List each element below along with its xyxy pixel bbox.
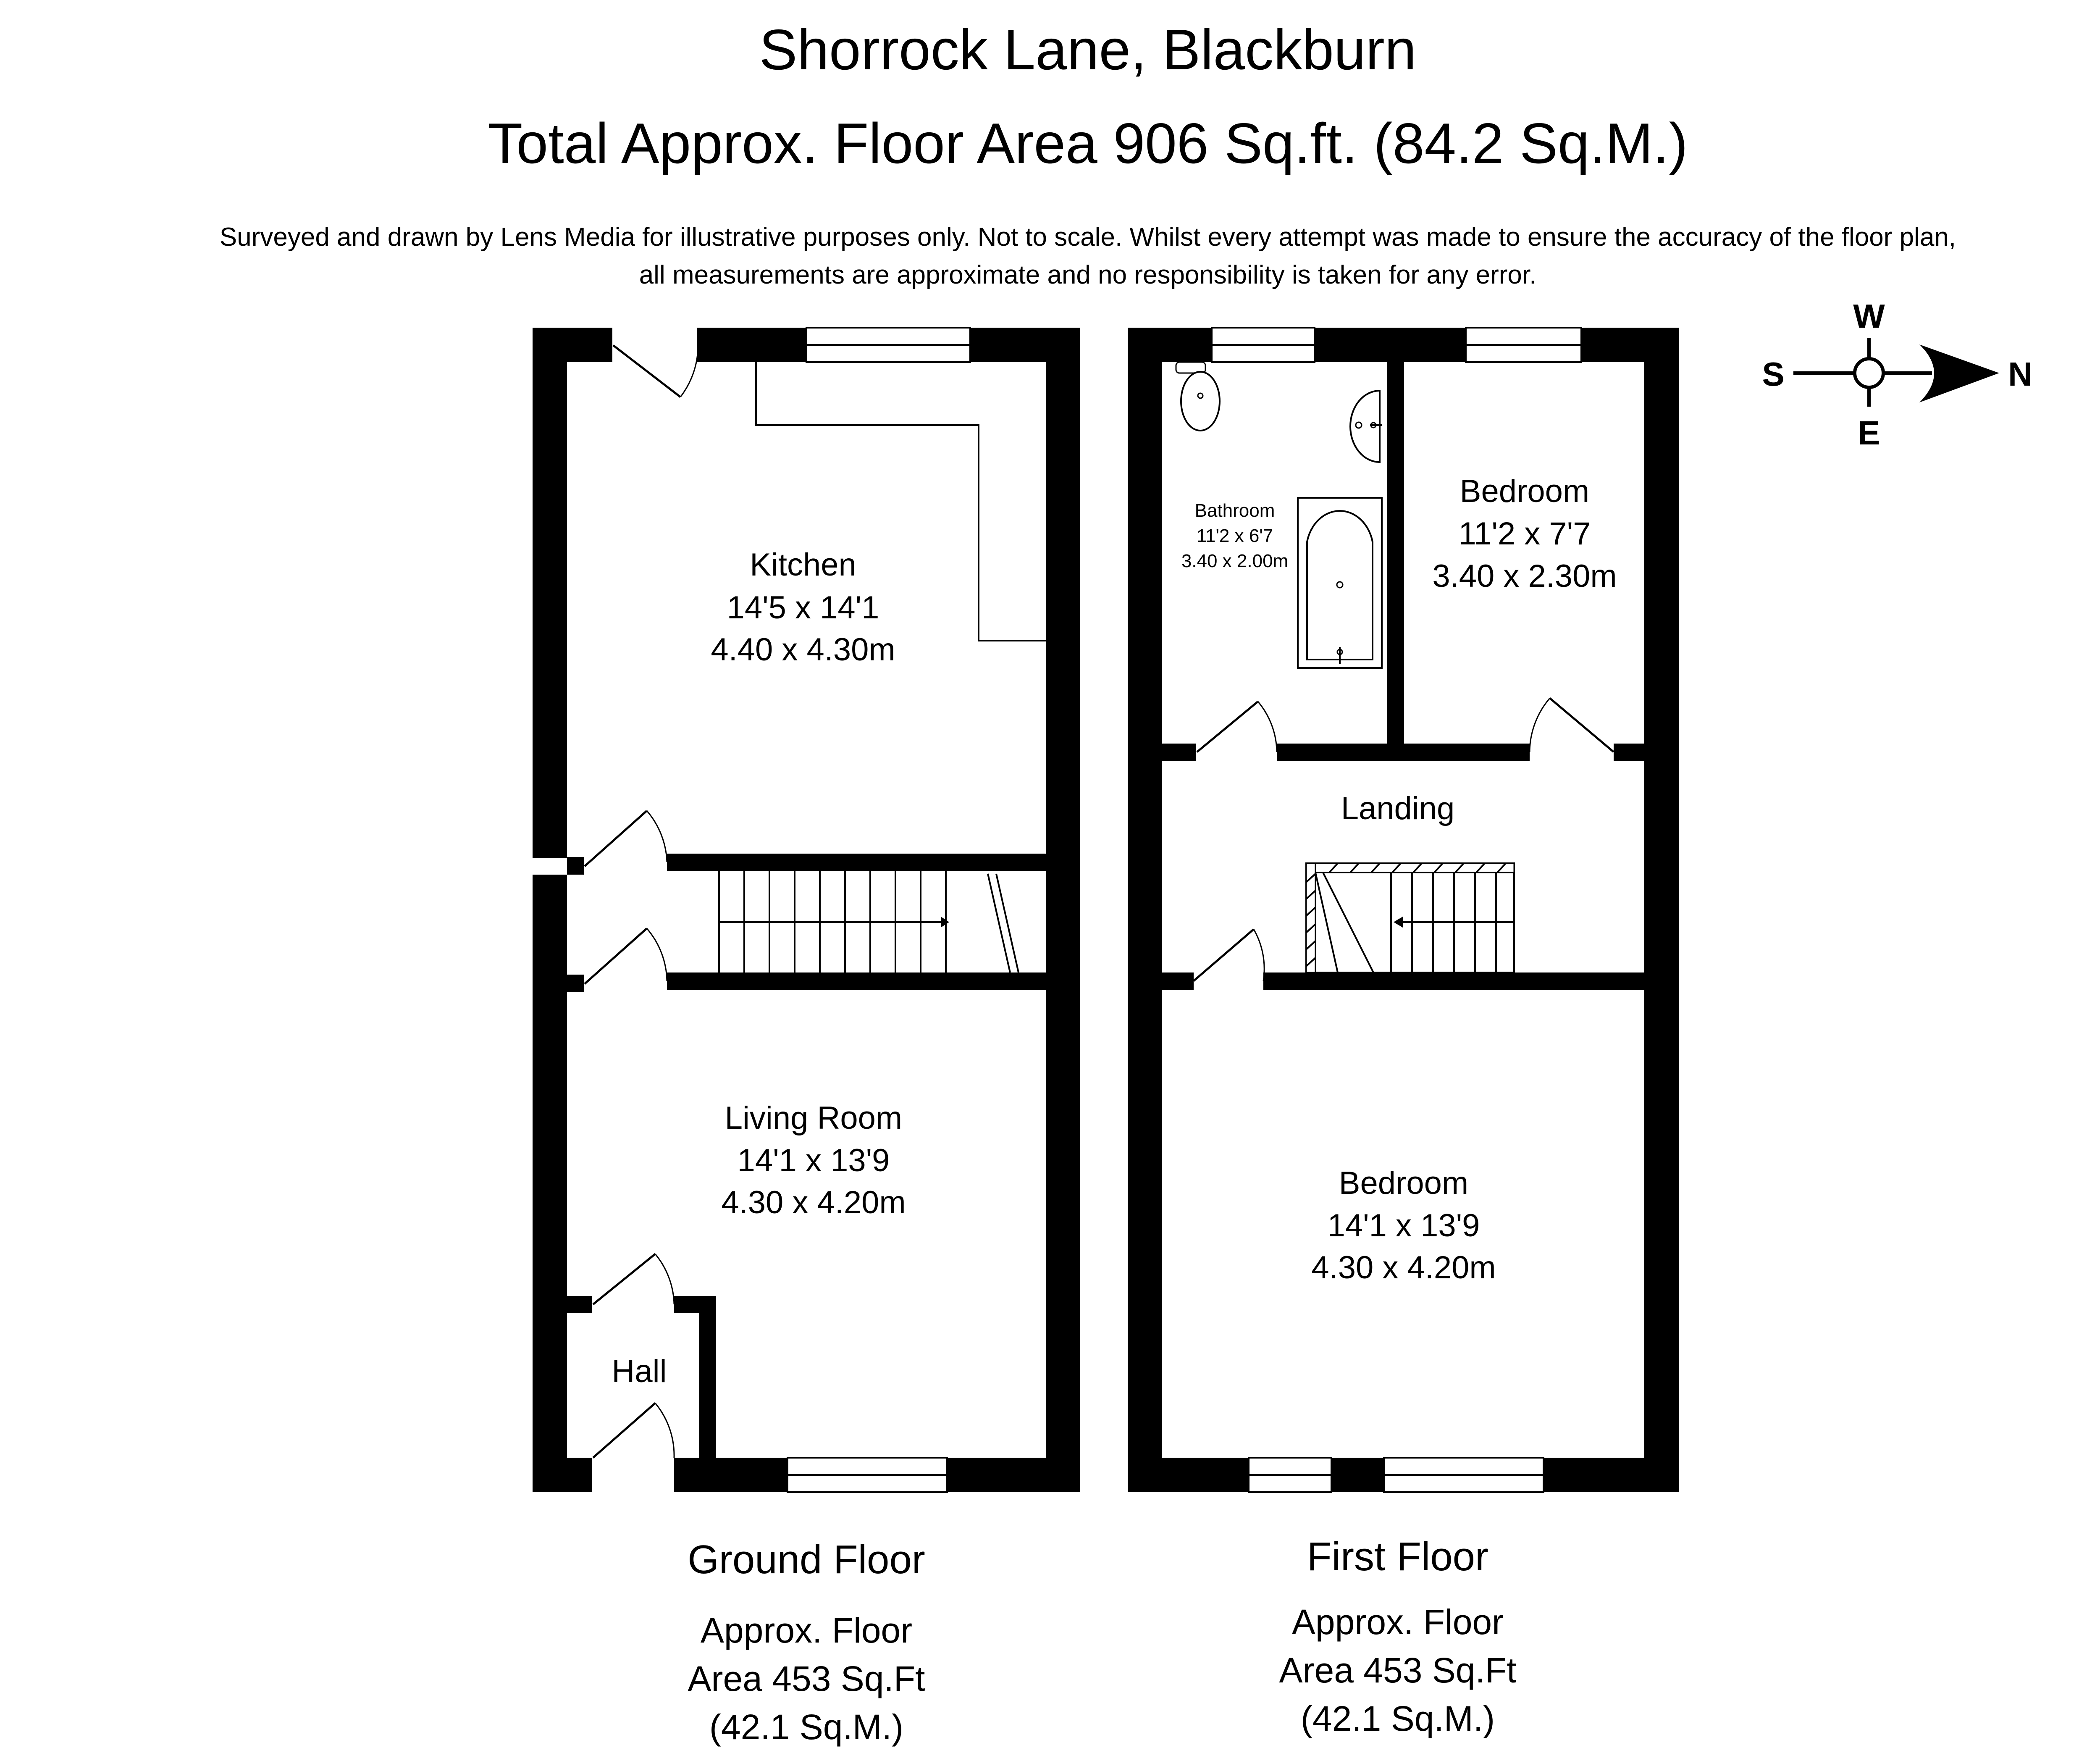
disclaimer-line-1: Surveyed and drawn by Lens Media for ill… [220, 223, 1956, 252]
ground-floor-label: Ground Floor [688, 1537, 925, 1582]
ground-stairs [718, 871, 1019, 973]
basin-icon [1349, 389, 1382, 463]
compass-e-label: E [1858, 414, 1880, 452]
bedroom-large-metric: 4.30 x 4.20m [1311, 1250, 1496, 1285]
bedroom-small-imperial: 11'2 x 7'7 [1459, 516, 1591, 552]
compass-s-label: S [1762, 355, 1784, 393]
disclaimer-line-2: all measurements are approximate and no … [639, 260, 1537, 289]
first-floor-stairs [1305, 862, 1515, 973]
kitchen-name: Kitchen [750, 547, 856, 583]
first-floor-plan: Bathroom 11'2 x 6'7 3.40 x 2.00m Bedroom… [1128, 327, 1679, 1493]
living-room-metric: 4.30 x 4.20m [721, 1185, 906, 1220]
bedroom-small-metric: 3.40 x 2.30m [1432, 558, 1617, 594]
kitchen-imperial: 14'5 x 14'1 [727, 590, 879, 626]
bathroom-metric: 3.40 x 2.00m [1181, 551, 1288, 571]
landing-name: Landing [1341, 791, 1455, 826]
total-area-text: Total Approx. Floor Area 906 Sq.ft. (84.… [488, 111, 1688, 175]
compass-icon: N S W E [1762, 297, 2032, 452]
bedroom-small-name: Bedroom [1460, 473, 1589, 509]
plan-title: Shorrock Lane, Blackburn [759, 18, 1417, 81]
bathtub-icon [1297, 497, 1383, 669]
compass-w-label: W [1853, 297, 1885, 335]
ground-floor-plan: Kitchen 14'5 x 14'1 4.40 x 4.30m Living … [533, 327, 1080, 1493]
kitchen-metric: 4.40 x 4.30m [711, 632, 895, 668]
ground-floor-area-2: Area 453 Sq.Ft [688, 1659, 925, 1698]
living-room-name: Living Room [725, 1100, 902, 1136]
bathroom-imperial: 11'2 x 6'7 [1197, 526, 1273, 546]
first-floor-label: First Floor [1307, 1534, 1488, 1579]
living-room-imperial: 14'1 x 13'9 [738, 1143, 890, 1178]
ground-floor-area-1: Approx. Floor [701, 1611, 912, 1650]
bedroom-large-imperial: 14'1 x 13'9 [1328, 1208, 1480, 1243]
ground-floor-area-3: (42.1 Sq.M.) [709, 1707, 903, 1747]
first-floor-doors [1193, 697, 1614, 982]
first-floor-area-1: Approx. Floor [1292, 1602, 1504, 1642]
ground-doors [584, 344, 699, 1459]
bathroom-name: Bathroom [1195, 500, 1275, 521]
toilet-icon [1175, 361, 1221, 431]
first-floor-area-3: (42.1 Sq.M.) [1301, 1699, 1495, 1738]
compass-n-label: N [2008, 355, 2032, 393]
bedroom-large-name: Bedroom [1339, 1165, 1468, 1201]
hall-name: Hall [612, 1354, 667, 1389]
first-floor-area-2: Area 453 Sq.Ft [1279, 1651, 1517, 1690]
